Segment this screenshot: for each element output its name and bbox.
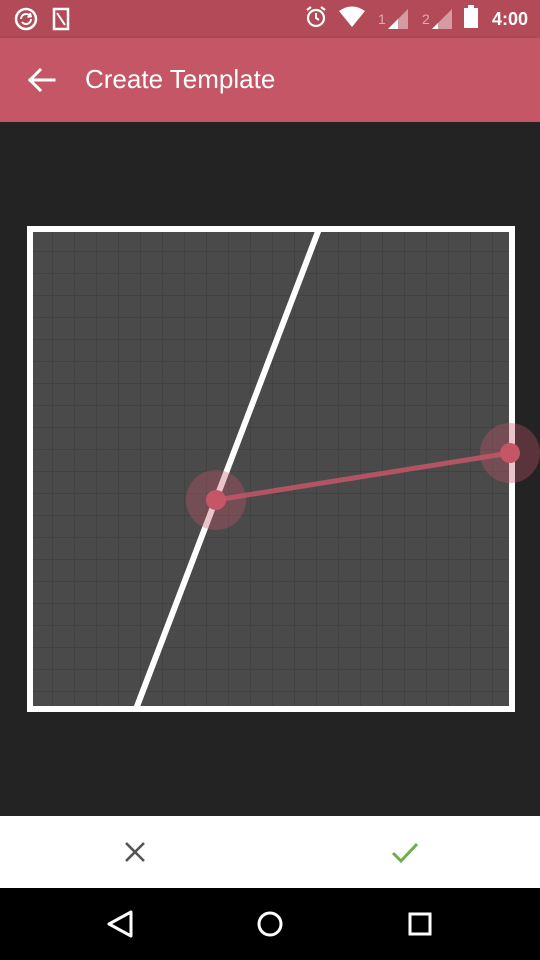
nav-back-button[interactable]: [90, 900, 150, 948]
signal-sim1-icon: 1: [376, 8, 410, 30]
nav-home-button[interactable]: [240, 900, 300, 948]
check-icon: [391, 842, 419, 864]
cancel-button[interactable]: [100, 816, 170, 888]
nav-recents-icon: [408, 912, 432, 936]
alarm-icon: [304, 5, 328, 34]
nav-home-icon: [257, 911, 283, 937]
action-bar: [0, 816, 540, 888]
battery-icon: [463, 4, 478, 34]
sync-icon: [14, 7, 38, 36]
pivot-handle[interactable]: [206, 490, 226, 510]
angle-connector: [215, 450, 511, 503]
template-canvas[interactable]: [0, 122, 540, 816]
app-bar: Create Template: [0, 38, 540, 122]
clock: 4:00: [491, 8, 528, 29]
signal-sim2-icon: 2: [420, 8, 454, 30]
grid-lines: [31, 230, 511, 708]
status-bar: 1 2 4:00: [0, 0, 540, 38]
nav-recents-button[interactable]: [390, 900, 450, 948]
split-line[interactable]: [133, 227, 322, 711]
rotation-handle[interactable]: [500, 443, 520, 463]
sim2-label: 2: [421, 11, 430, 27]
navigation-bar: [0, 888, 540, 960]
back-button[interactable]: [20, 60, 64, 100]
wifi-icon: [338, 6, 366, 33]
sim1-label: 1: [377, 11, 386, 27]
sd-card-icon: [52, 7, 70, 36]
page-title: Create Template: [85, 64, 276, 94]
arrow-back-icon: [27, 67, 56, 93]
nav-back-icon: [107, 910, 133, 938]
template-editor: [0, 122, 540, 816]
template-frame: [27, 226, 515, 712]
close-icon: [125, 842, 145, 862]
confirm-button[interactable]: [370, 816, 440, 888]
